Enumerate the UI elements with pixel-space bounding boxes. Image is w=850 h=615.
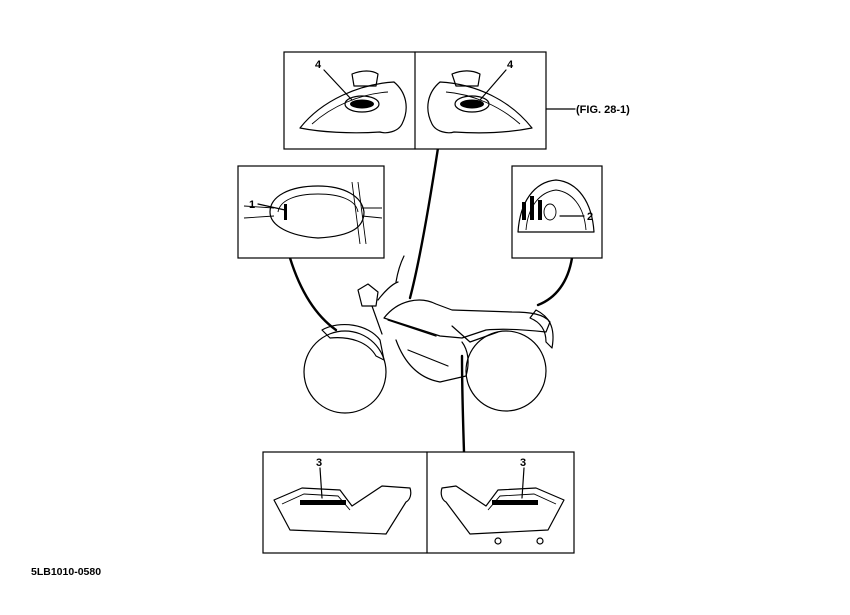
- rear-fender-panel: 2: [511, 165, 603, 259]
- fuel-tank-left-view: 4: [299, 59, 407, 134]
- side-cover-left-view: 3: [273, 457, 412, 535]
- callout-front-fender: 1: [249, 199, 255, 211]
- motorcycle-outline: [303, 255, 554, 414]
- leader-lines: [288, 146, 574, 454]
- callout-side-cover-left: 3: [316, 457, 322, 469]
- front-fender-panel: 1: [237, 165, 385, 259]
- callout-tank-left: 4: [315, 59, 322, 71]
- drawing-code: 5LB1010-0580: [31, 566, 101, 578]
- fuel-tank-right-view: 4: [427, 59, 533, 134]
- side-cover-panel: 3 3: [262, 451, 575, 554]
- callout-side-cover-right: 3: [520, 457, 526, 469]
- callout-rear-fender: 2: [587, 211, 593, 223]
- callout-tank-right: 4: [507, 59, 514, 71]
- figure-reference: (FIG. 28-1): [576, 104, 630, 116]
- fuel-tank-panel: 4 4 (FIG. 28-1): [283, 51, 630, 150]
- side-cover-right-view: 3: [440, 457, 565, 545]
